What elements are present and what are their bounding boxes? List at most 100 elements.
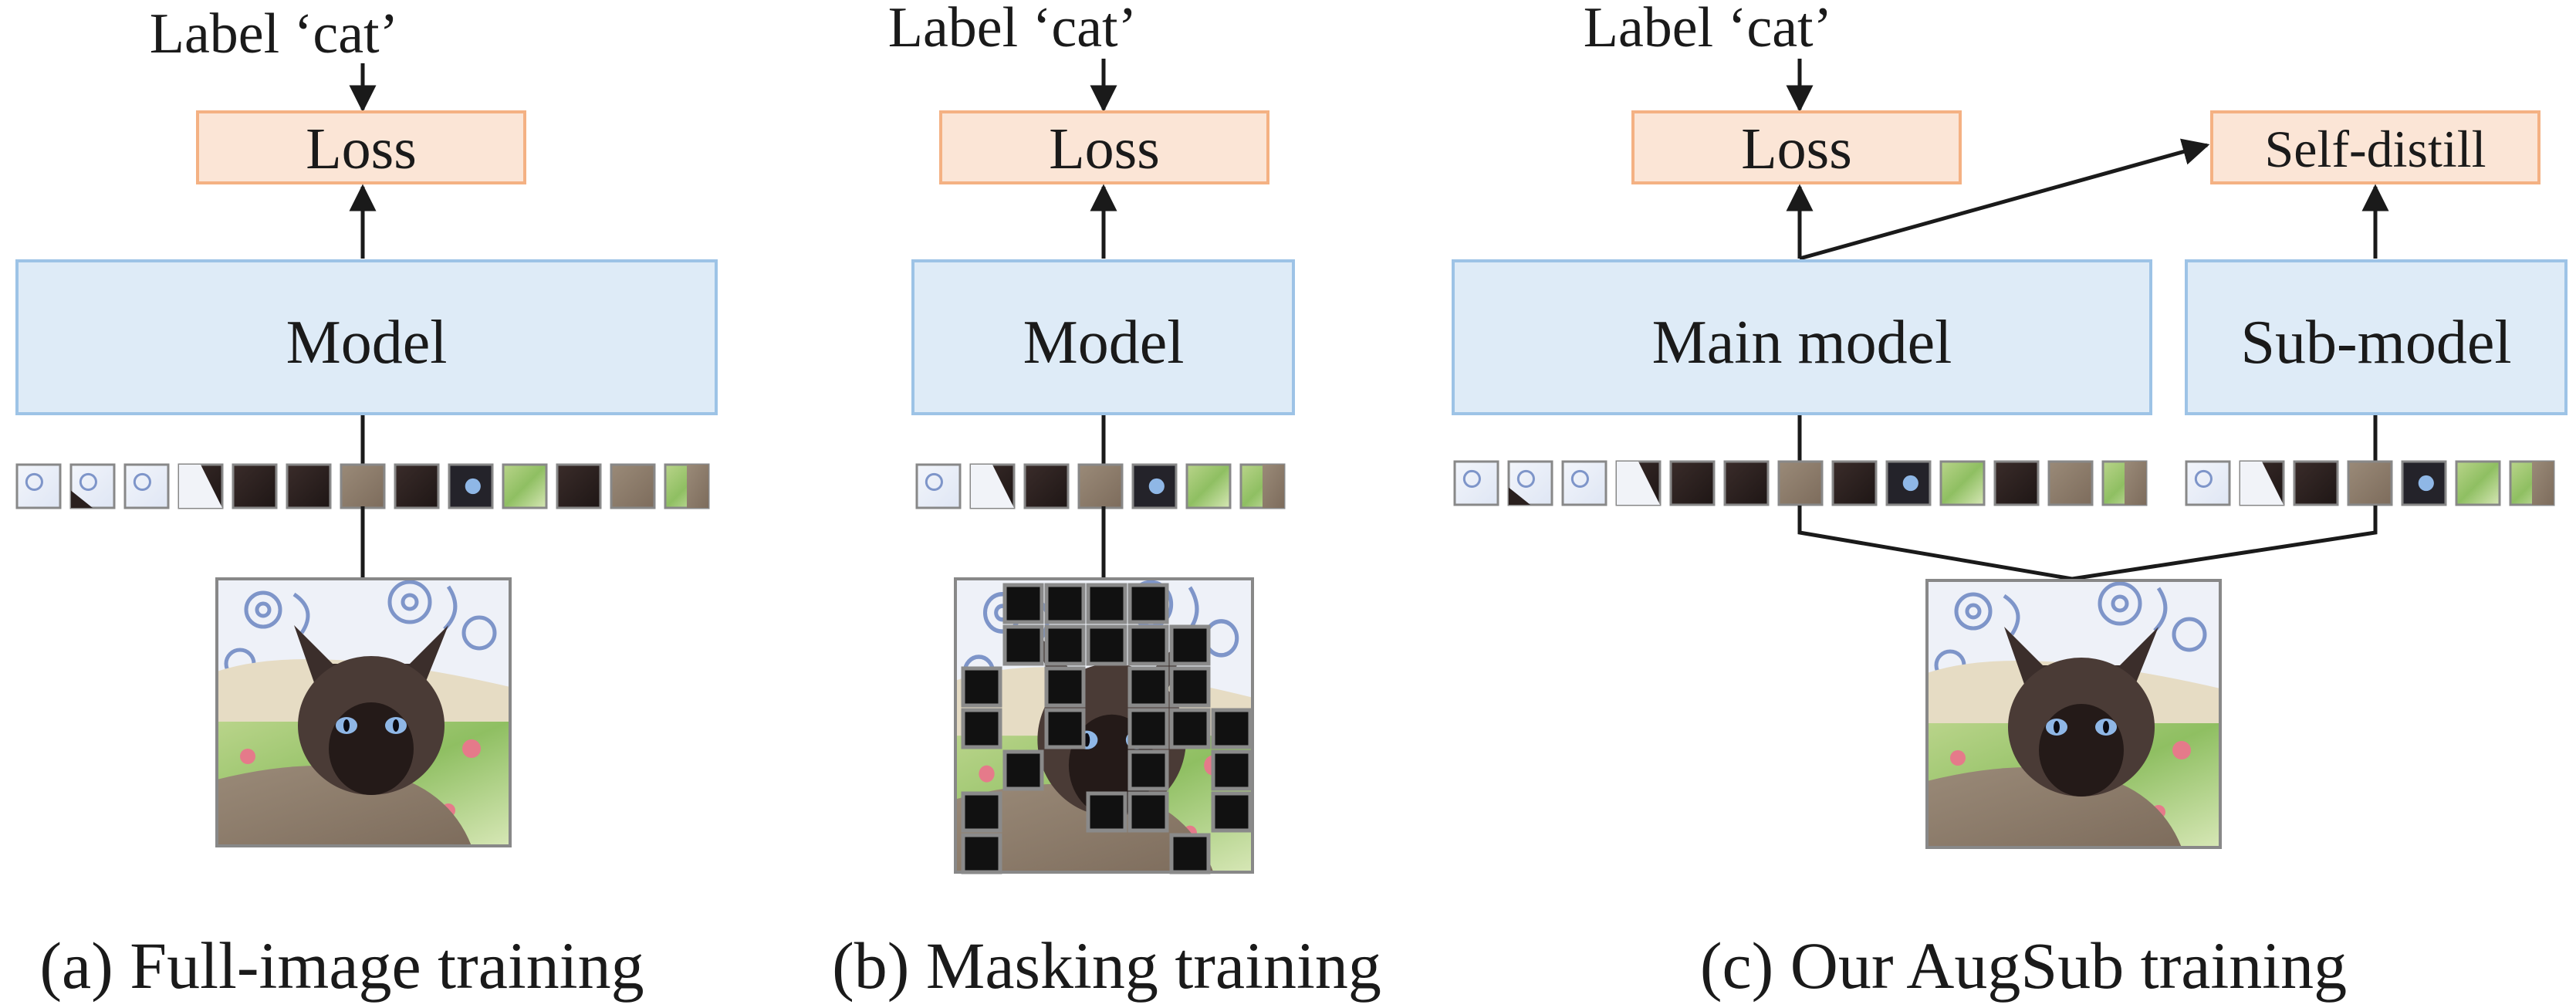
patch-row-sub	[2185, 460, 2555, 506]
patch-detail	[179, 465, 222, 508]
mask-patch	[1211, 749, 1253, 791]
patch-detail	[925, 472, 943, 491]
image-patch	[1023, 463, 1070, 509]
image-patch	[2185, 460, 2231, 506]
image-patch	[232, 463, 278, 509]
label-cat-a: Label ‘cat’	[150, 2, 399, 66]
self-distill-text: Self-distill	[2264, 120, 2486, 178]
image-patch	[286, 463, 332, 509]
patch-row-a	[15, 463, 710, 509]
cat-image-c	[1925, 579, 2222, 849]
image-patch	[123, 463, 170, 509]
patch-detail	[1516, 469, 1535, 488]
eye-detail	[1148, 478, 1165, 495]
image-patch	[394, 463, 440, 509]
panel-c: Label ‘cat’ Loss Self-distill Main model…	[1452, 0, 2568, 1003]
mask-patch	[1044, 708, 1086, 749]
image-patch	[1723, 460, 1770, 506]
caption-c: (c) Our AugSub training	[1700, 929, 2347, 1003]
cat-image-a	[215, 577, 512, 847]
mask-patch	[1211, 708, 1253, 749]
label-cat-c: Label ‘cat’	[1584, 0, 1833, 59]
patch-detail	[2240, 462, 2284, 505]
label-cat-b: Label ‘cat’	[888, 0, 1138, 59]
mask-patch	[1169, 833, 1211, 874]
patch-detail	[79, 472, 97, 491]
patch-detail	[1509, 487, 1530, 505]
patch-detail	[2194, 469, 2213, 488]
sub-model-text: Sub-model	[2240, 309, 2511, 377]
image-patch	[1669, 460, 1716, 506]
image-patch	[340, 463, 386, 509]
image-patch	[556, 463, 602, 509]
mask-patch	[1169, 666, 1211, 708]
image-patch	[1453, 460, 1499, 506]
image-patch	[2347, 460, 2393, 506]
caption-a: (a) Full-image training	[39, 929, 644, 1003]
mask-patch	[1002, 624, 1044, 666]
panel-a: Label ‘cat’ Loss Model (a) Full-image tr…	[15, 2, 718, 1003]
loss-box-a	[196, 110, 526, 184]
model-text-b: Model	[1023, 309, 1185, 377]
mask-patch	[1044, 624, 1086, 666]
mask-patch	[1127, 708, 1169, 749]
mask-patch	[1169, 708, 1211, 749]
patch-detail	[971, 465, 1014, 508]
image-patch	[502, 463, 548, 509]
patch-detail	[2532, 462, 2554, 505]
caption-b: (b) Masking training	[832, 929, 1381, 1003]
image-patch	[915, 463, 962, 509]
patch-detail	[133, 472, 151, 491]
patch-detail	[25, 472, 43, 491]
image-patch	[15, 463, 62, 509]
mask-patch	[1127, 624, 1169, 666]
image-patch	[1185, 463, 1232, 509]
mask-patch	[1127, 583, 1169, 624]
mask-patch	[1002, 583, 1044, 624]
self-distill-box	[2210, 110, 2541, 184]
image-patch	[2455, 460, 2501, 506]
patch-row-main	[1453, 460, 2148, 506]
mask-patch	[961, 791, 1002, 833]
image-patch	[1831, 460, 1878, 506]
masked-patches-overlay	[961, 583, 1253, 874]
mask-patch	[1127, 791, 1169, 833]
patch-detail	[1462, 469, 1481, 488]
loss-box-b	[939, 110, 1269, 184]
mask-patch	[1127, 749, 1169, 791]
mask-patch	[1086, 583, 1127, 624]
main-model-box	[1452, 259, 2152, 415]
mask-patch	[1044, 666, 1086, 708]
patch-detail	[2125, 462, 2146, 505]
patch-detail	[1617, 462, 1660, 505]
mask-patch	[1211, 791, 1253, 833]
image-patch	[2293, 460, 2339, 506]
sub-model-box	[2185, 259, 2568, 415]
patch-detail	[1570, 469, 1589, 488]
mask-patch	[1002, 749, 1044, 791]
image-patch	[1561, 460, 1607, 506]
model-box-b	[911, 259, 1295, 415]
mask-patch	[961, 666, 1002, 708]
image-patch	[1077, 463, 1124, 509]
image-patch	[1939, 460, 1986, 506]
mask-patch	[1044, 583, 1086, 624]
panel-b: Label ‘cat’ Loss Model (b) Masking train…	[832, 0, 1381, 1003]
image-patch	[610, 463, 656, 509]
model-box-a	[15, 259, 718, 415]
mask-patch	[1086, 791, 1127, 833]
image-branch-lines	[1797, 506, 2378, 581]
eye-detail	[465, 478, 481, 495]
main-model-text: Main model	[1652, 309, 1952, 377]
mask-patch	[961, 833, 1002, 874]
eye-detail	[2418, 475, 2434, 492]
patch-row-b	[915, 463, 1286, 509]
main-to-distill-arrow	[1799, 138, 2210, 261]
loss-text-a: Loss	[306, 117, 417, 181]
mask-patch	[1086, 624, 1127, 666]
loss-box-c	[1631, 110, 1962, 184]
patch-detail	[687, 465, 708, 508]
loss-text-c: Loss	[1741, 117, 1852, 181]
image-patch	[1777, 460, 1824, 506]
